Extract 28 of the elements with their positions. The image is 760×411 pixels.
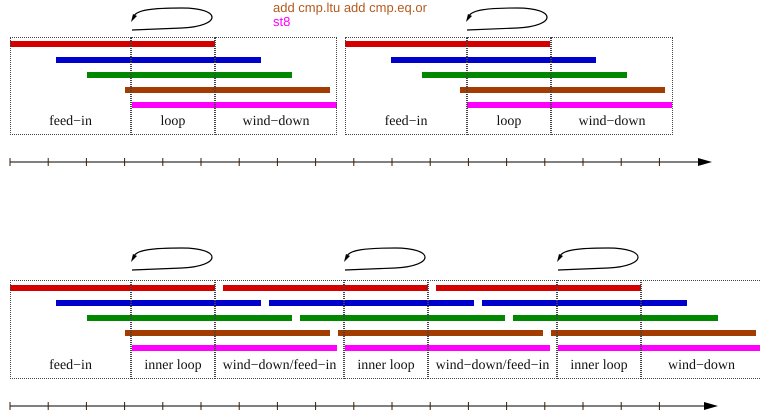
phase-label: wind−down <box>668 358 735 374</box>
instruction-note: st8 <box>273 15 290 29</box>
phase-cell <box>10 280 131 379</box>
phase-label: wind−down <box>578 114 646 130</box>
phase-cell <box>641 280 760 379</box>
phase-label: wind−down <box>242 114 310 130</box>
phase-cell <box>345 37 467 135</box>
phase-label: feed−in <box>49 114 92 130</box>
phase-label: inner loop <box>357 358 415 374</box>
phase-cell <box>428 280 557 379</box>
instruction-note: add cmp.ltu add cmp.eq.or <box>273 1 427 15</box>
phase-cell <box>467 37 551 135</box>
phase-cell <box>344 280 428 379</box>
phase-label: loop <box>160 114 186 130</box>
phase-label: inner loop <box>144 358 202 374</box>
phase-label: inner loop <box>570 358 628 374</box>
phase-cell <box>131 37 215 135</box>
phase-cell <box>557 280 641 379</box>
phase-cell <box>215 37 337 135</box>
phase-cell <box>10 37 131 135</box>
phase-label: wind−down/feed−in <box>436 358 550 374</box>
phase-label: feed−in <box>384 114 428 130</box>
phase-label: feed−in <box>49 358 92 374</box>
phase-cell <box>215 280 344 379</box>
phase-cell <box>551 37 673 135</box>
phase-label: wind−down/feed−in <box>222 358 336 374</box>
phase-label: loop <box>496 114 522 130</box>
phase-cell <box>131 280 215 379</box>
